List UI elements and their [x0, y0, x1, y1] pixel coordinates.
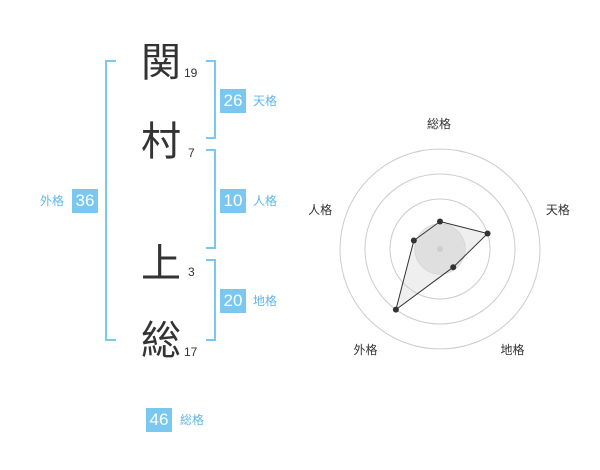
jinkaku-bracket — [206, 149, 216, 249]
tenkaku-label: 天格 — [253, 94, 278, 108]
radar-point-3 — [392, 306, 399, 313]
jinkaku-label: 人格 — [253, 194, 278, 208]
gaikaku-bracket — [105, 60, 116, 341]
name-char-1: 関 — [141, 40, 181, 86]
radar-axis-label-4: 人格 — [308, 203, 333, 218]
radar-point-0 — [437, 218, 443, 225]
name-char-2: 村 — [141, 119, 181, 165]
tenkaku-bracket — [206, 60, 216, 139]
radar-axis-label-1: 天格 — [545, 203, 570, 218]
chikaku-value: 20 — [220, 289, 246, 313]
radar-point-4 — [410, 237, 417, 244]
soukaku-label: 総格 — [180, 413, 205, 427]
radar-axis-label-3: 外格 — [353, 343, 378, 358]
radar-point-1 — [484, 230, 491, 237]
radar-series-polygon — [395, 220, 489, 311]
radar-axis-label-0: 総格 — [427, 117, 452, 131]
radar-ring-4 — [339, 148, 541, 350]
radar-axis-label-2: 地格 — [500, 343, 525, 358]
chikaku-label: 地格 — [253, 294, 278, 308]
name-char-4-strokes: 17 — [184, 345, 198, 359]
radar-center-dot — [437, 246, 443, 252]
name-char-2-strokes: 7 — [188, 146, 195, 160]
name-char-3: 上 — [141, 241, 181, 287]
soukaku-value: 46 — [146, 408, 172, 432]
jinkaku-value: 10 — [220, 189, 246, 213]
name-char-1-strokes: 19 — [184, 66, 198, 80]
radar-ring-2 — [389, 198, 491, 300]
gaikaku-label: 外格 — [40, 194, 65, 208]
name-char-3-strokes: 3 — [188, 265, 195, 279]
gaikaku-value: 36 — [72, 189, 98, 213]
chikaku-bracket — [206, 259, 216, 341]
name-char-4: 総 — [141, 318, 181, 364]
tenkaku-value: 26 — [220, 89, 246, 113]
radar-point-2 — [450, 264, 457, 271]
radar-ring-3 — [364, 173, 516, 325]
